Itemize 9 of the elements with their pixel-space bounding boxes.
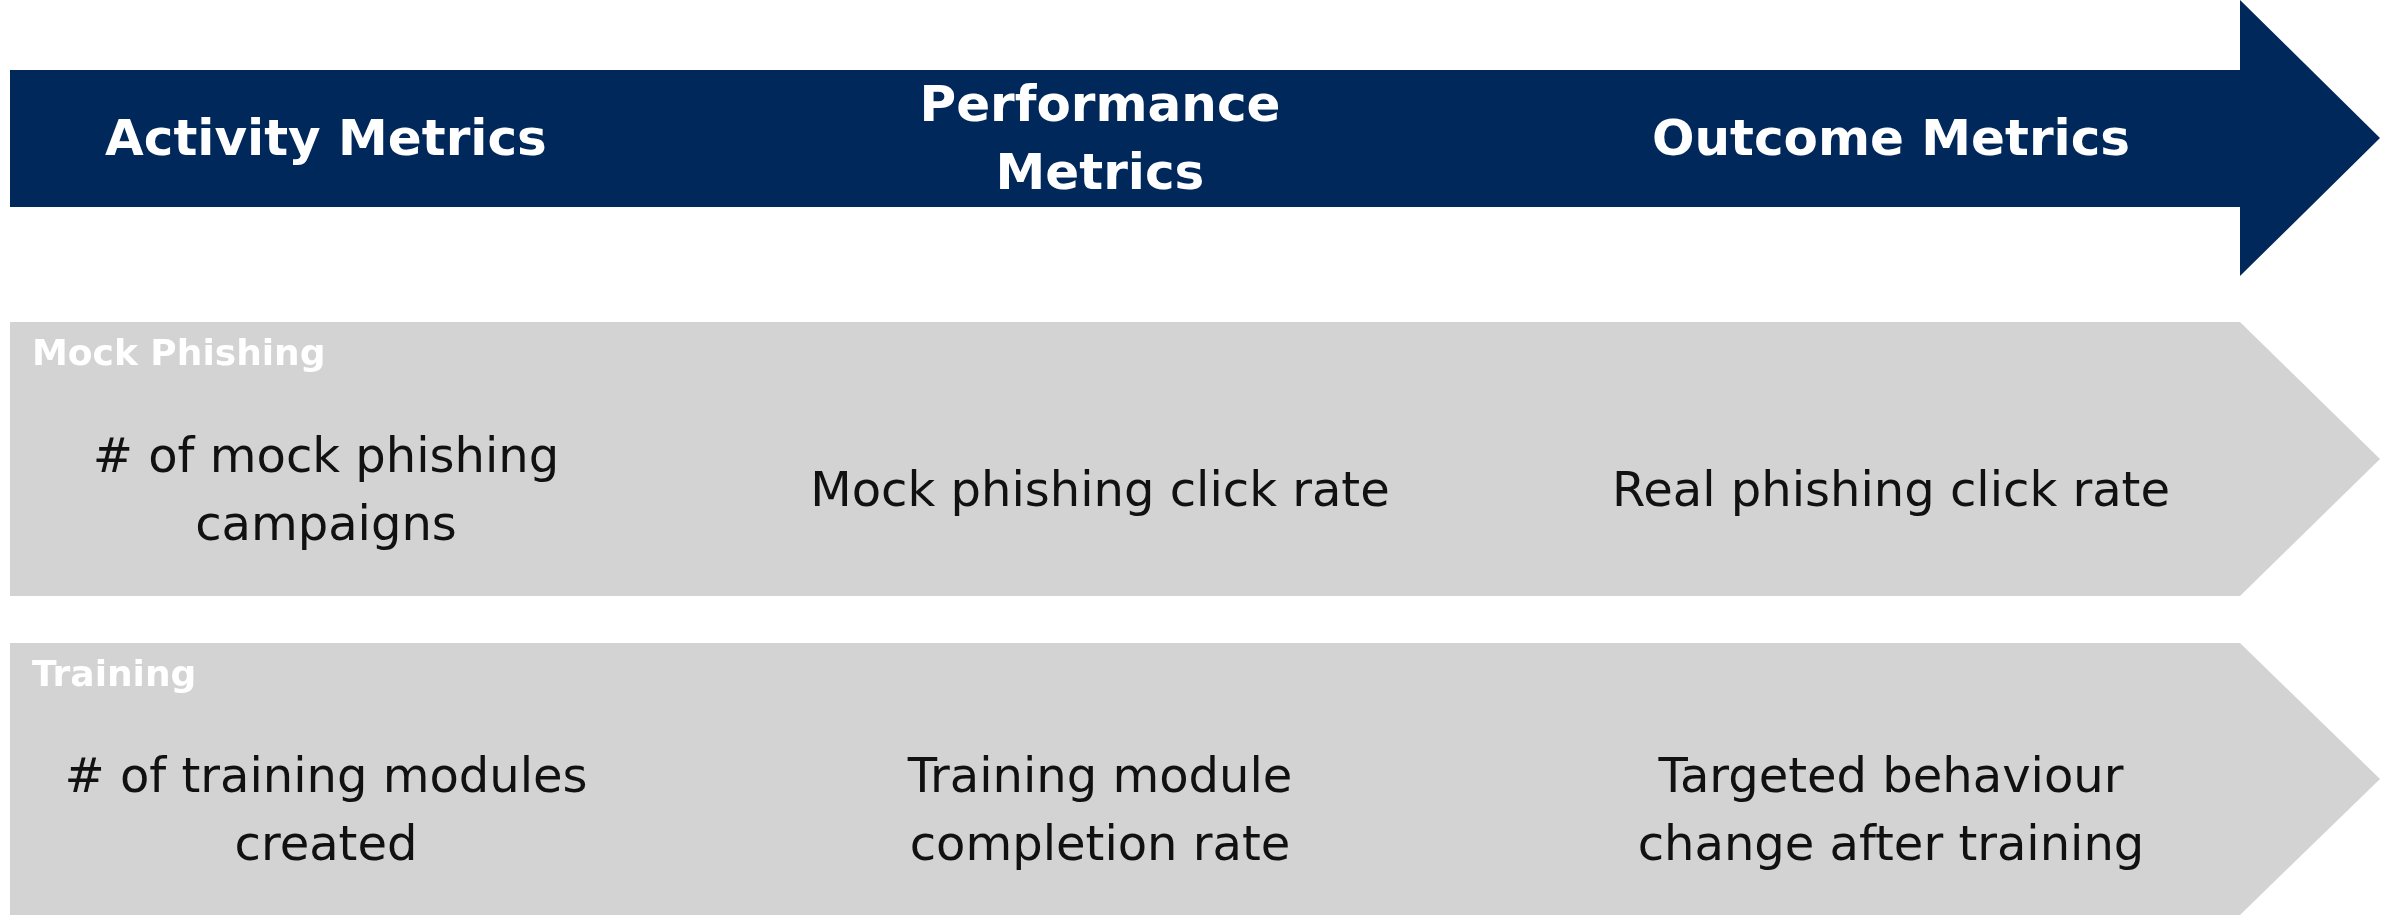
column-heading: Activity Metrics bbox=[104, 108, 548, 169]
metric-text: Targeted behaviour change after training bbox=[1636, 746, 2146, 873]
metric-text: # of training modules created bbox=[63, 746, 589, 873]
metric-text: Real phishing click rate bbox=[1611, 460, 2171, 519]
metric-text: Training module completion rate bbox=[906, 746, 1294, 873]
column-heading: Outcome Metrics bbox=[1650, 108, 2132, 169]
metric-text: # of mock phishing campaigns bbox=[91, 426, 561, 553]
metric-text: Mock phishing click rate bbox=[810, 460, 1390, 519]
column-heading: Performance Metrics bbox=[918, 74, 1282, 203]
